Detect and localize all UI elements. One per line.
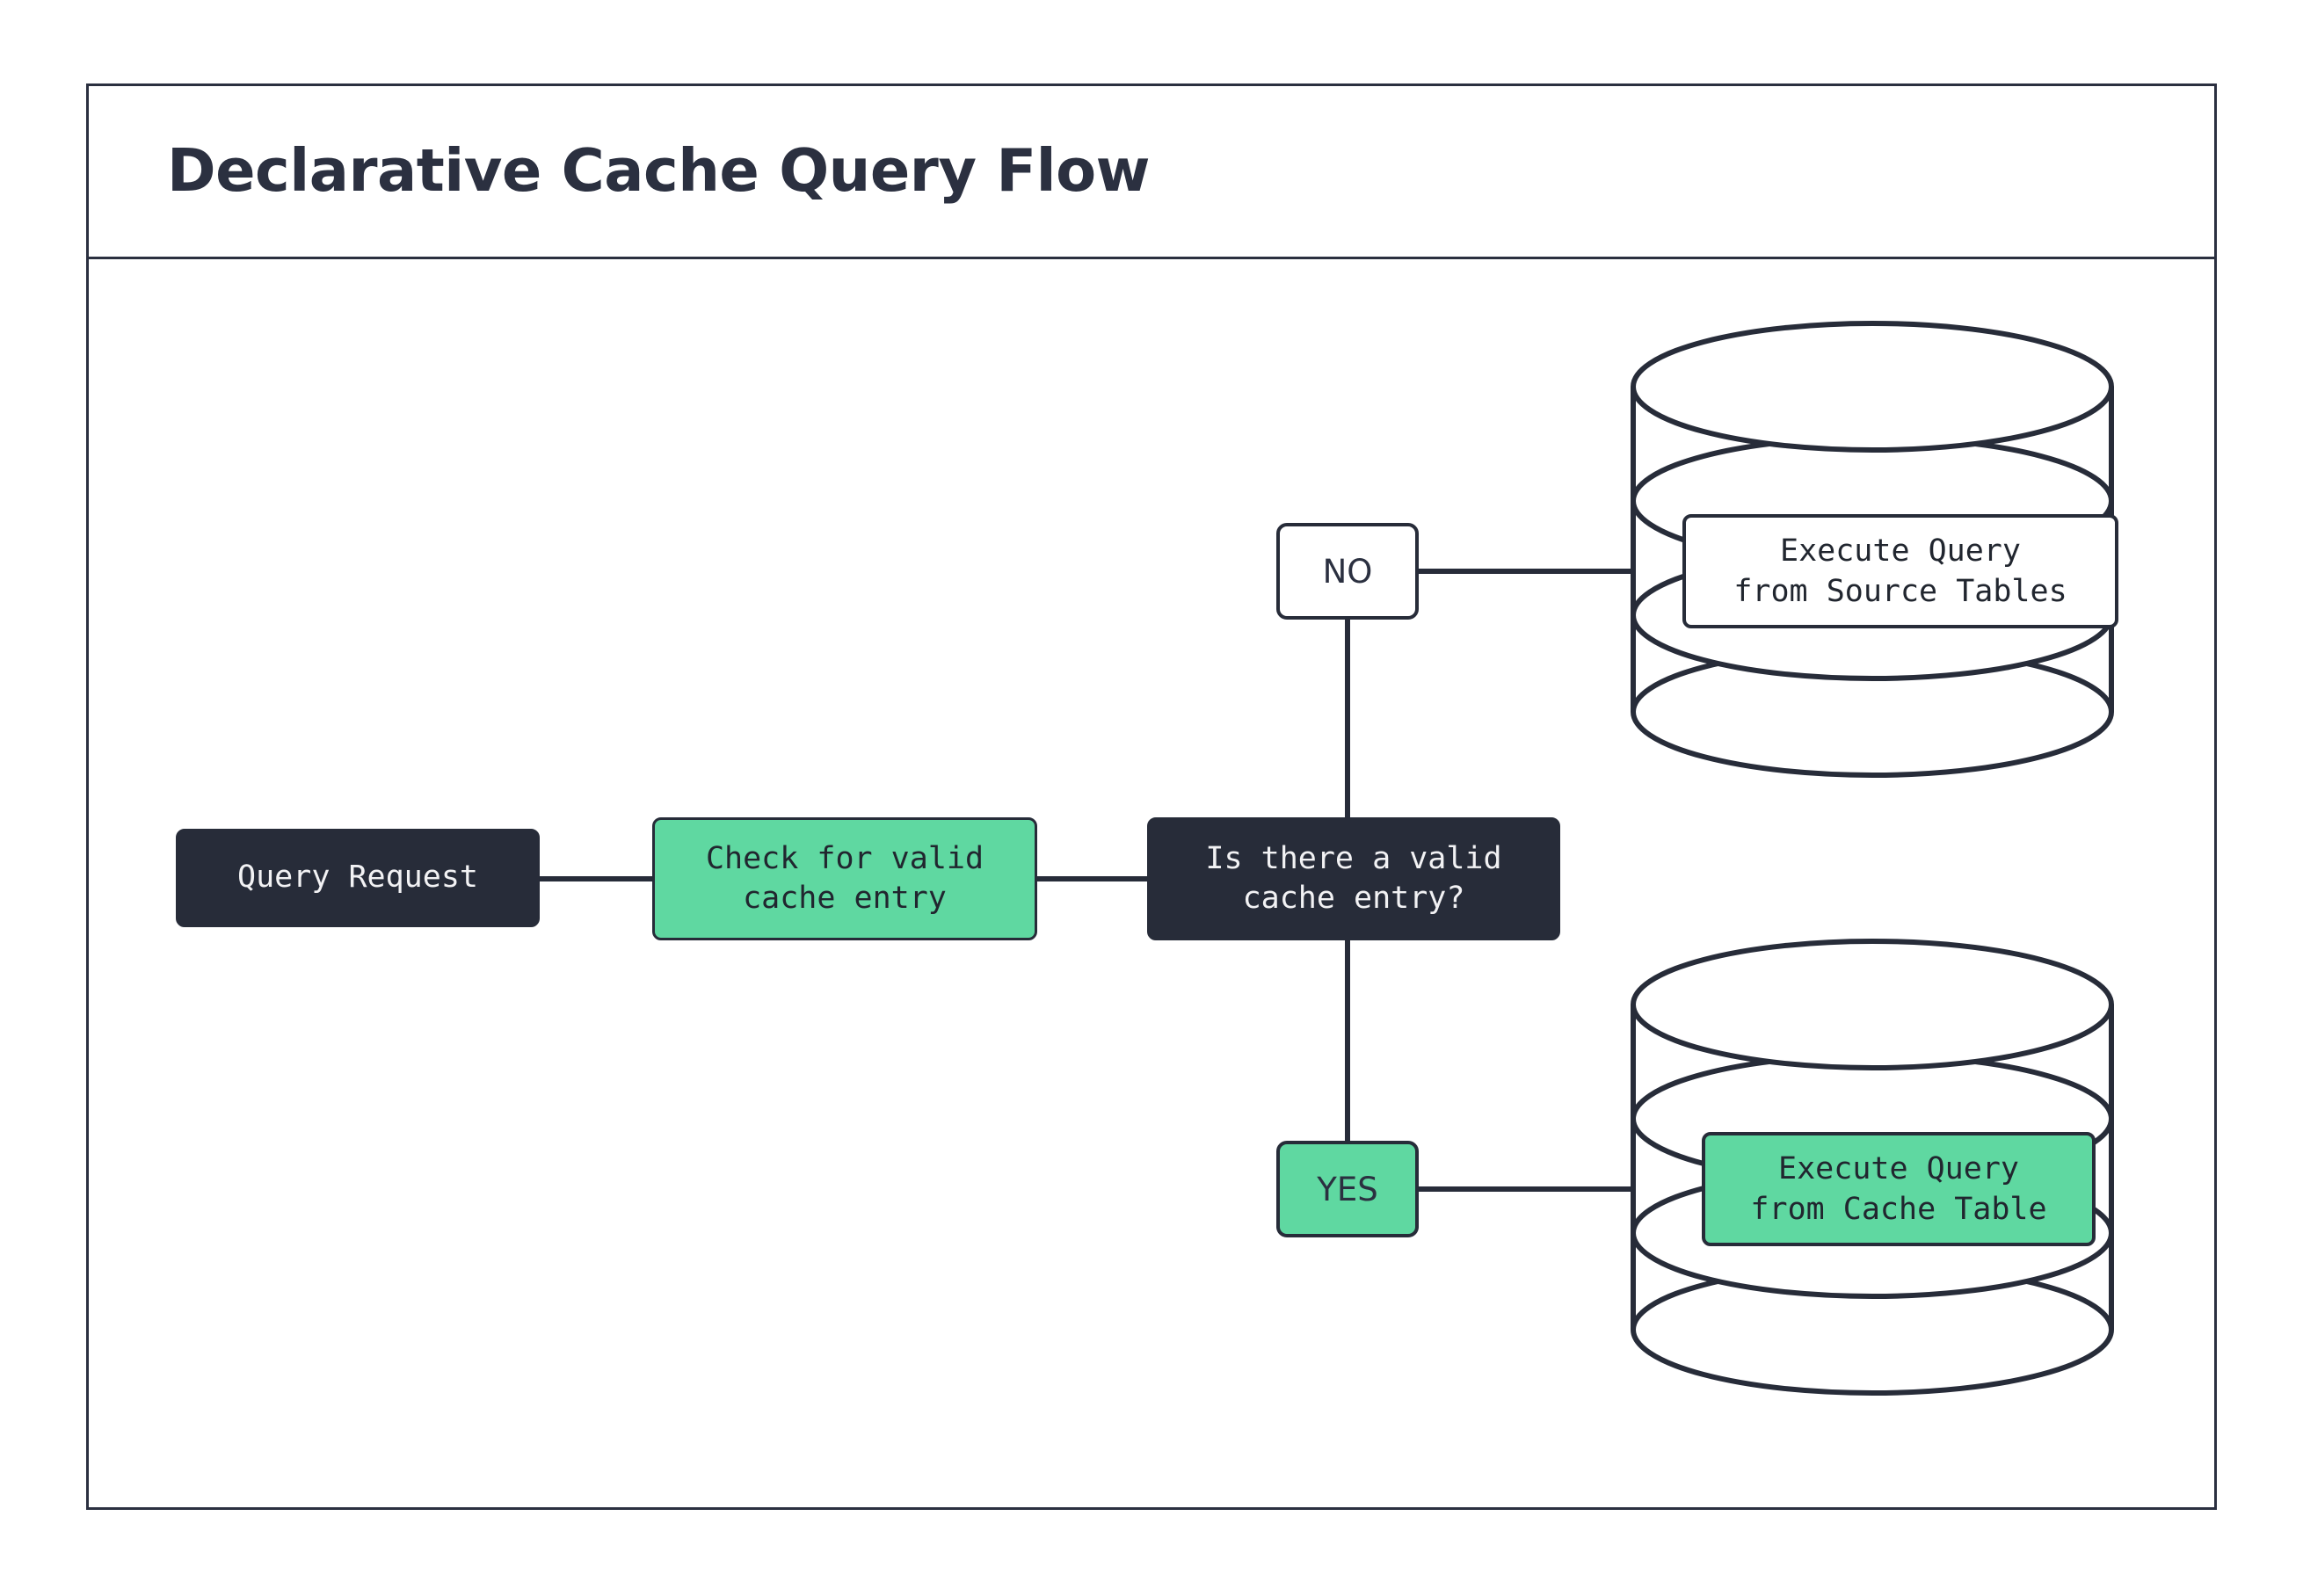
diagram-header: Declarative Cache Query Flow (86, 83, 2217, 259)
node-execute-query-cache-table[interactable]: Execute Query from Cache Table (1702, 1132, 2096, 1246)
node-query-request[interactable]: Query Request (176, 829, 540, 927)
node-check-cache[interactable]: Check for valid cache entry (652, 817, 1037, 940)
branch-label-yes[interactable]: YES (1276, 1141, 1419, 1237)
page-title: Declarative Cache Query Flow (167, 135, 1151, 205)
diagram-frame (86, 83, 2217, 1510)
branch-label-no[interactable]: NO (1276, 523, 1419, 620)
node-decision-valid-cache[interactable]: Is there a valid cache entry? (1147, 817, 1560, 940)
node-execute-query-source-tables[interactable]: Execute Query from Source Tables (1682, 514, 2118, 628)
